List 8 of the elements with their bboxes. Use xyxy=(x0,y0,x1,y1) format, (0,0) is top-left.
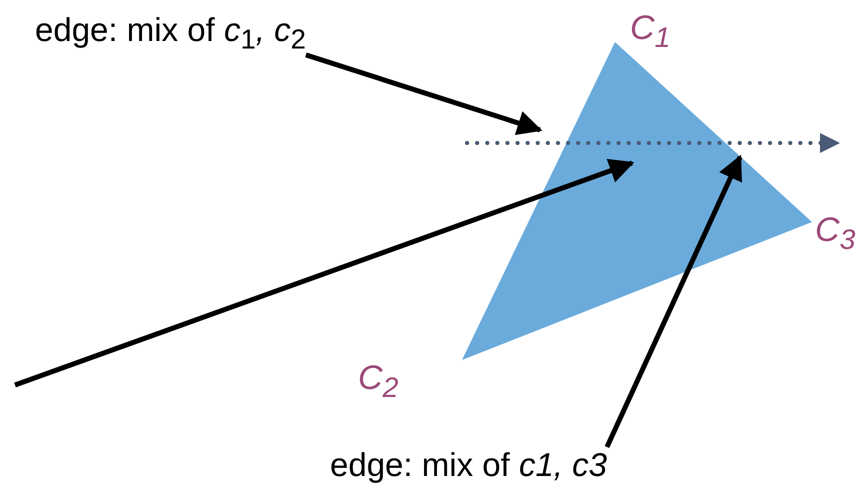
arrow xyxy=(604,154,742,448)
vertex-label: C$_{2}$ xyxy=(358,360,398,404)
edge-caption: edge: mix of c1, c3 xyxy=(330,447,607,484)
arrow xyxy=(14,158,634,388)
arrow xyxy=(305,52,542,136)
vertex-label: C$_{3}$ xyxy=(815,212,856,256)
vertex-label: C$_{1}$ xyxy=(630,10,670,54)
edge-caption: edge: mix of c$_{1}$, c$_{2}$ xyxy=(35,12,306,55)
